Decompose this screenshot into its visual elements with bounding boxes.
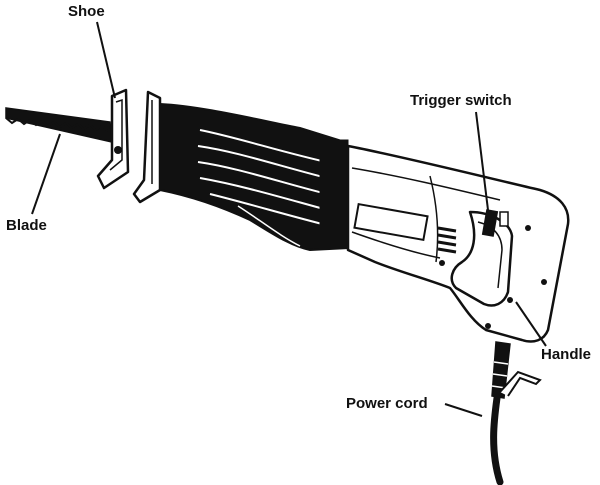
guard-flange bbox=[132, 90, 162, 204]
screw-2 bbox=[525, 225, 531, 231]
trigger-switch-part bbox=[481, 209, 509, 237]
housing-seam-top bbox=[351, 167, 501, 201]
screw-4 bbox=[507, 297, 513, 303]
handle-inner-edge bbox=[477, 221, 503, 289]
leader-handle bbox=[515, 301, 547, 347]
label-shoe: Shoe bbox=[68, 3, 105, 20]
screw-5 bbox=[541, 279, 547, 285]
label-power-cord: Power cord bbox=[346, 395, 428, 412]
cord-cable bbox=[490, 394, 504, 485]
blade-teeth bbox=[5, 117, 109, 132]
label-handle: Handle bbox=[541, 346, 592, 363]
leader-lines bbox=[31, 21, 547, 417]
motor-housing bbox=[346, 144, 570, 343]
shoe-part bbox=[96, 88, 130, 190]
screw-1 bbox=[439, 260, 445, 266]
leader-trigger bbox=[475, 111, 489, 211]
motor-housing-part bbox=[346, 144, 570, 343]
housing-seam-mid bbox=[351, 231, 441, 259]
leader-cord bbox=[444, 403, 483, 417]
leader-blade bbox=[31, 133, 61, 215]
grip-notch bbox=[237, 205, 301, 247]
nameplate bbox=[353, 202, 429, 242]
front-grip bbox=[159, 102, 350, 252]
leader-shoe bbox=[96, 21, 116, 99]
label-trigger-switch: Trigger switch bbox=[410, 92, 512, 109]
cord-clip bbox=[499, 370, 542, 397]
vent-slots bbox=[437, 226, 457, 254]
trigger-lock bbox=[499, 211, 509, 227]
grip-collar bbox=[319, 139, 349, 249]
guard-part bbox=[132, 90, 162, 204]
power-cord-part bbox=[490, 341, 542, 485]
trigger-switch bbox=[481, 209, 499, 237]
shoe-pivot bbox=[114, 146, 122, 154]
screw-3 bbox=[485, 323, 491, 329]
housing-band bbox=[429, 175, 439, 263]
shoe-plate bbox=[96, 88, 130, 190]
front-grip-part bbox=[159, 102, 350, 252]
cord-strain-relief bbox=[491, 341, 511, 399]
shoe-inner bbox=[109, 98, 123, 171]
label-blade: Blade bbox=[6, 217, 47, 234]
